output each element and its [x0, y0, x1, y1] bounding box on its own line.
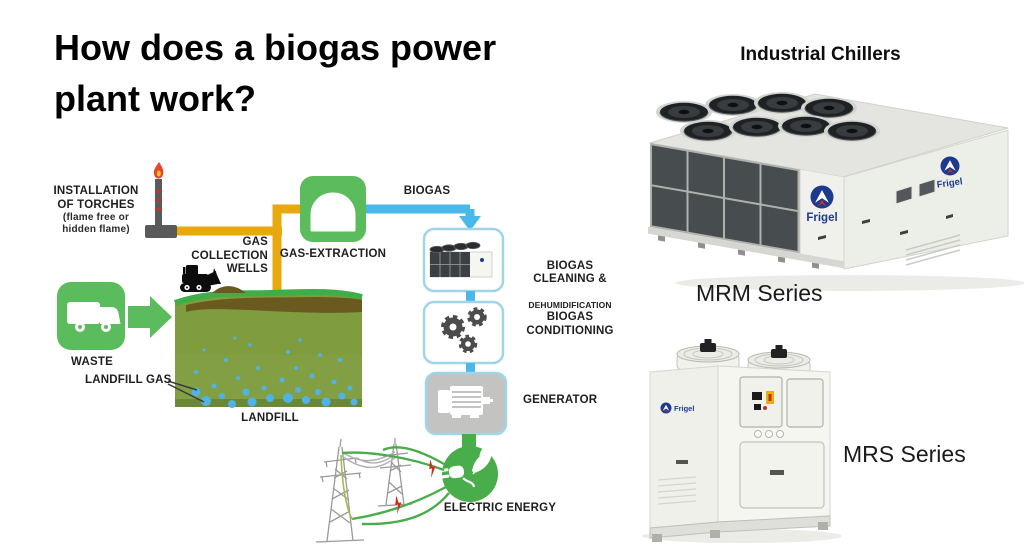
mrs-door	[786, 378, 824, 428]
frigel-wordmark: Frigel	[936, 176, 963, 190]
mrm-chiller-image: Frigel Frigel	[648, 91, 1024, 291]
label-electric-energy: ELECTRIC ENERGY	[443, 502, 557, 514]
label-torches-note: (flame free or hidden flame)	[62, 212, 130, 235]
mrs-button	[765, 430, 773, 438]
label-installation-of-torches: INSTALLATION OF TORCHES	[53, 185, 139, 211]
waste-arrow-icon	[128, 296, 172, 338]
gas-bubbles	[191, 336, 358, 408]
mrs-control-door	[739, 376, 783, 428]
torch-icon	[145, 162, 177, 238]
mrs-series-label: MRS Series	[843, 441, 966, 467]
gas-extraction-icon	[300, 176, 366, 242]
mrm-series-label: MRM Series	[696, 280, 823, 306]
biogas-diagram	[57, 162, 508, 543]
chiller-mini-icon	[429, 241, 493, 278]
mrm-handles	[818, 214, 953, 240]
label-waste: WASTE	[71, 356, 113, 368]
landfill-illustration	[167, 265, 363, 408]
mrm-end-face	[843, 129, 1009, 270]
biogas-pipe	[366, 204, 481, 231]
electric-energy-icon	[439, 434, 498, 502]
generator-box	[424, 371, 508, 436]
mrs-button	[754, 430, 762, 438]
label-gas-collection-wells: GAS COLLECTION WELLS	[191, 236, 268, 276]
mrm-condenser-panels	[648, 143, 844, 269]
label-landfill-gas: LANDFILL GAS	[85, 374, 172, 386]
label-biogas-cleaning-sub: DEHUMIDIFICATION	[528, 300, 612, 311]
plug-leaf-icon	[439, 445, 492, 488]
page-title: How does a biogas power plant work?	[54, 27, 497, 120]
products-heading: Industrial Chillers	[740, 44, 901, 65]
frigel-wordmark: Frigel	[806, 212, 837, 224]
landfill-gas-pointer-lines	[167, 380, 205, 403]
mrs-button	[776, 430, 784, 438]
power-cables	[340, 446, 450, 526]
power-towers-icon	[315, 438, 413, 543]
label-biogas: BIOGAS	[403, 185, 451, 197]
mrm-vent-grille	[905, 234, 961, 266]
connector	[466, 291, 475, 303]
mrs-base	[649, 515, 831, 539]
connector	[466, 363, 475, 374]
mrs-vents	[657, 476, 697, 505]
gears-icon	[441, 307, 487, 354]
mrs-controls	[752, 391, 774, 410]
label-landfill: LANDFILL	[241, 412, 299, 424]
label-biogas-conditioning: BIOGAS CONDITIONING	[526, 311, 614, 337]
waste-truck-icon	[57, 282, 125, 350]
biogas-conditioning-box	[422, 300, 505, 365]
label-gas-extraction: GAS-EXTRACTION	[279, 248, 387, 260]
frigel-wordmark: Frigel	[674, 404, 694, 413]
label-biogas-cleaning: BIOGAS CLEANING & DEHUMIDIFICATION	[512, 246, 628, 324]
lightning-icon	[395, 459, 436, 515]
mrs-chiller-image: Frigel	[642, 338, 842, 543]
biogas-cleaning-box	[422, 227, 505, 293]
bulldozer-icon	[180, 265, 221, 292]
motor-icon	[438, 386, 493, 418]
label-generator: GENERATOR	[523, 394, 598, 406]
label-biogas-cleaning-main: BIOGAS CLEANING &	[533, 259, 607, 286]
